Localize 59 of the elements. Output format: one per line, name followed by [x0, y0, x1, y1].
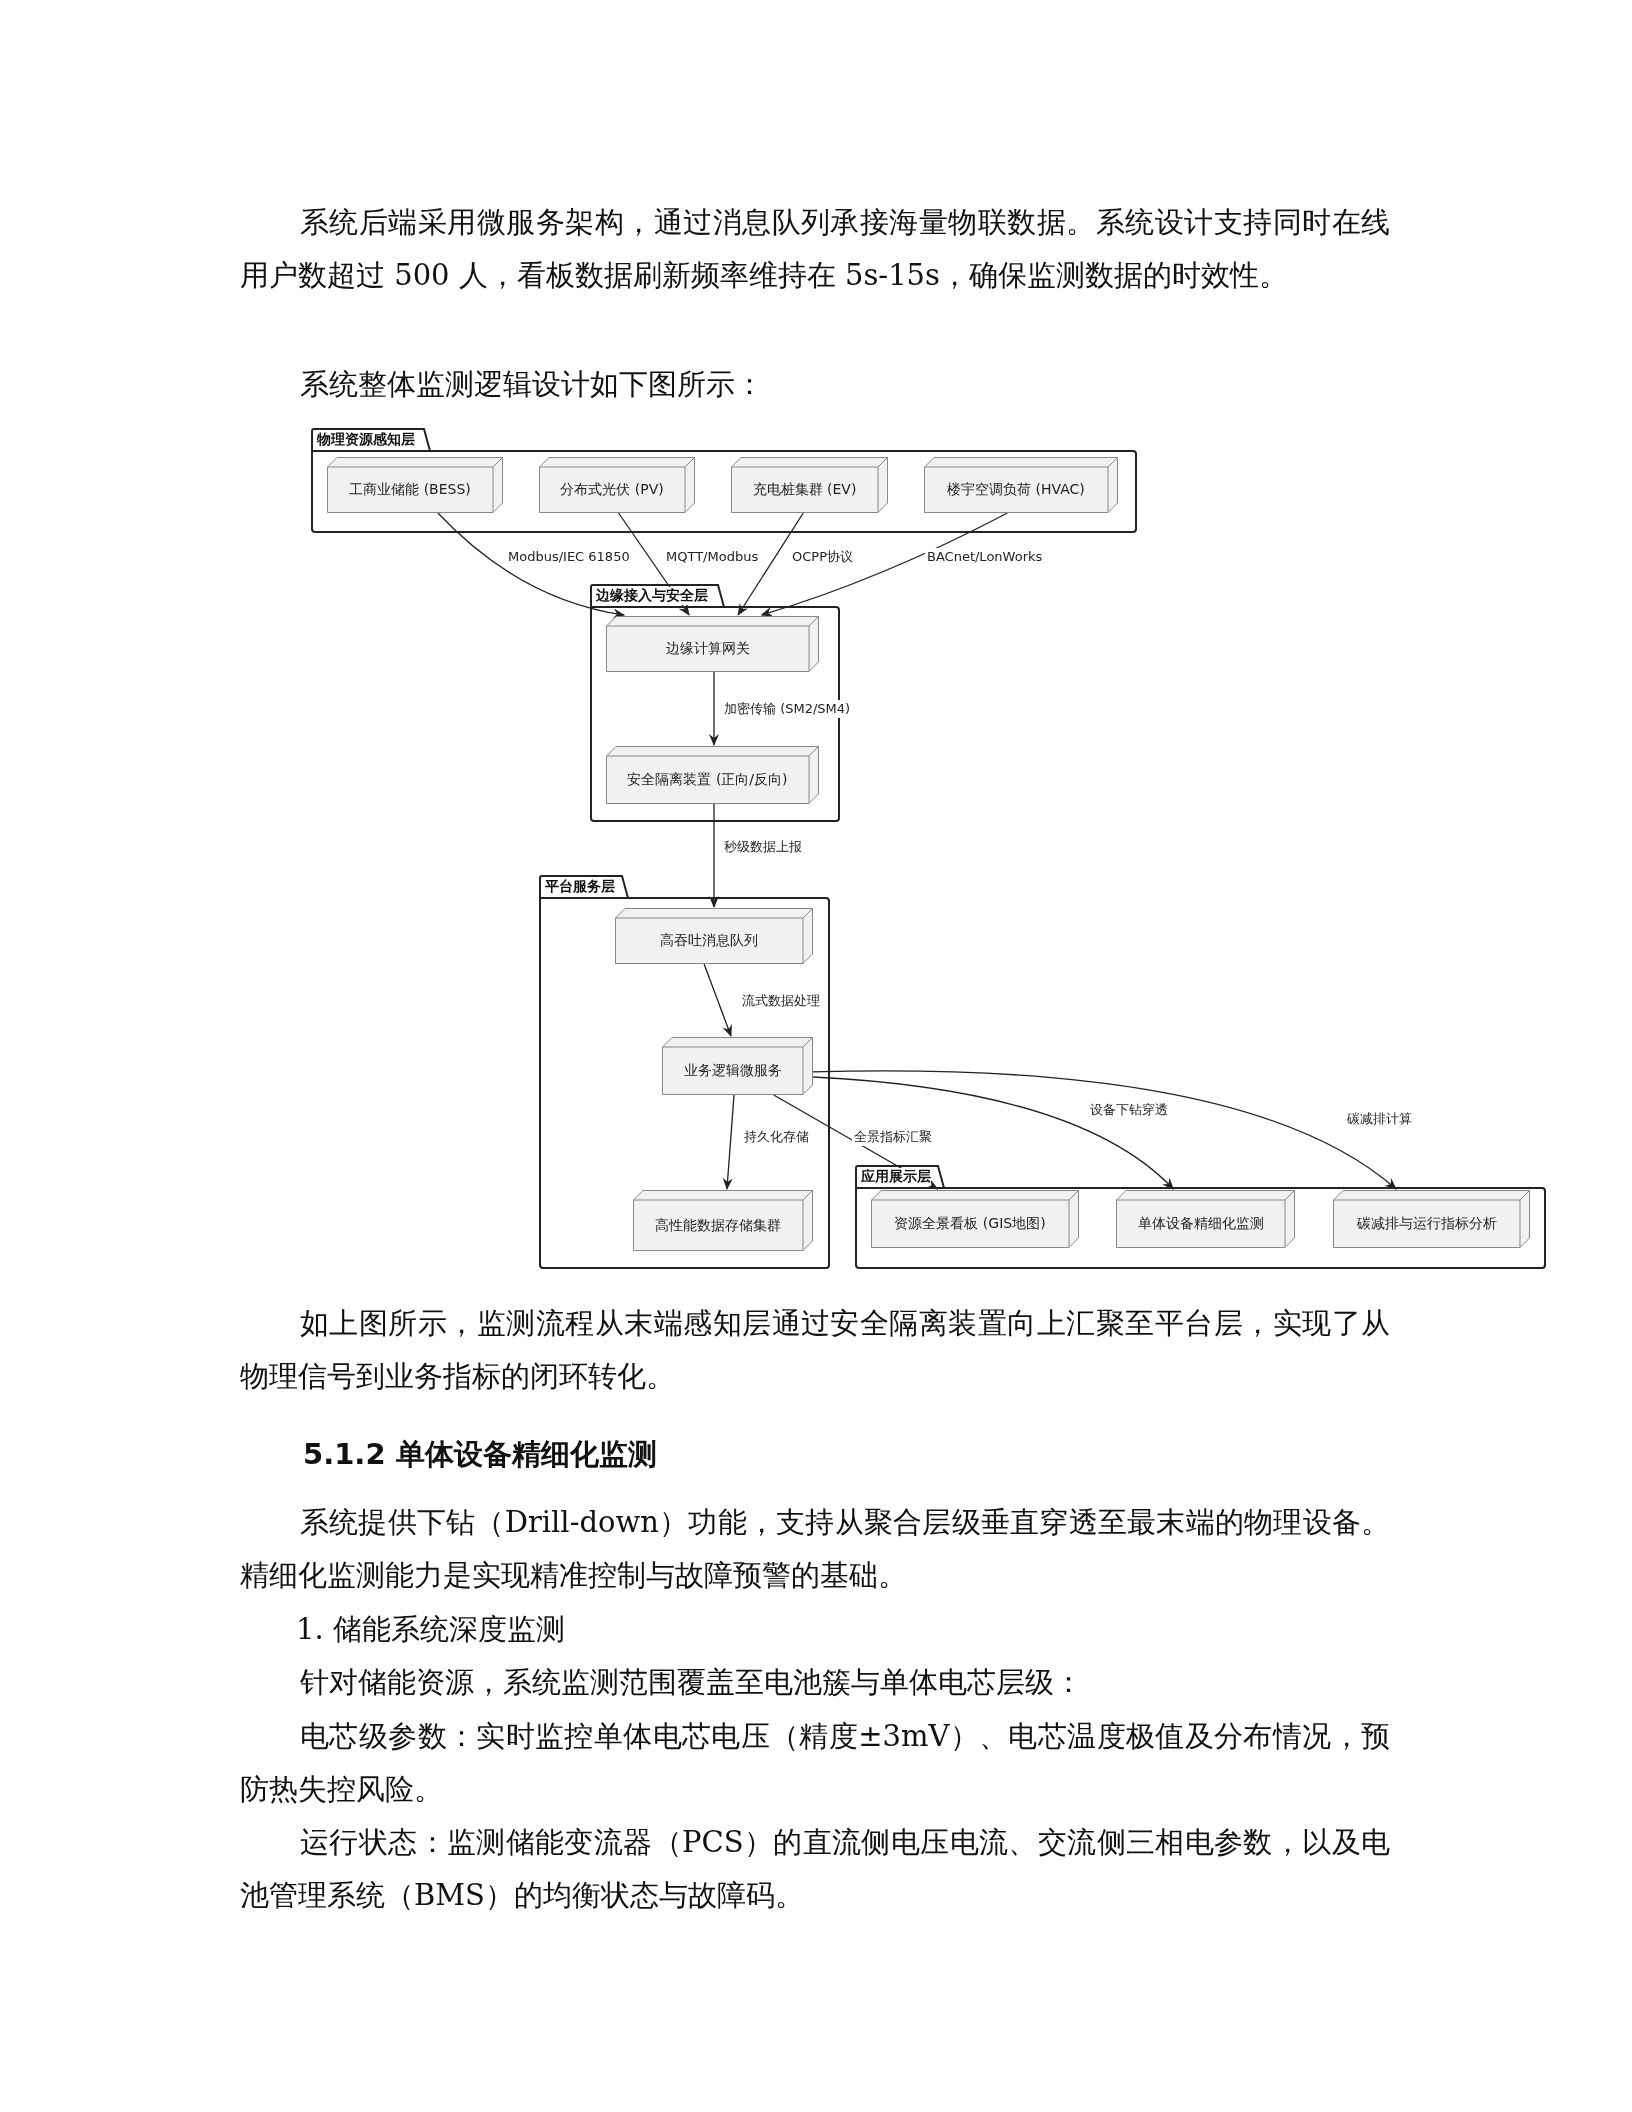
- layer-group: [855, 1165, 1546, 1269]
- edge-label: 秒级数据上报: [722, 838, 804, 856]
- arrow: [437, 512, 626, 619]
- arrow: [737, 512, 804, 616]
- paragraph: 系统整体监测逻辑设计如下图所示：: [299, 366, 765, 403]
- component-label: 工商业储能 (BESS): [349, 481, 471, 499]
- list-item: 1. 储能系统深度监测: [296, 1611, 566, 1648]
- edge-label: 碳减排计算: [1345, 1110, 1414, 1128]
- component-label: 资源全景看板 (GIS地图): [894, 1215, 1046, 1233]
- arrow: [703, 963, 732, 1037]
- paragraph: 运行状态：监测储能变流器（PCS）的直流侧电压电流、交流侧三相电参数，以及电池管理系统（BMS）的均衡状态与故障码。: [240, 1824, 1390, 1914]
- arrow: [709, 803, 719, 908]
- component-label: 楼宇空调负荷 (HVAC): [947, 481, 1085, 499]
- edge-label: 设备下钻穿透: [1088, 1101, 1170, 1119]
- section-heading: 5.1.2 单体设备精细化监测: [303, 1436, 658, 1473]
- component-box: [606, 616, 819, 672]
- paragraph: 系统提供下钻（Drill-down）功能，支持从聚合层级垂直穿透至最末端的物理设备。精细化监测能力是实现精准控制与故障预警的基础。: [240, 1504, 1390, 1594]
- edge-label: MQTT/Modbus: [664, 548, 761, 566]
- component-label: 高性能数据存储集群: [655, 1216, 781, 1235]
- component-label: 分布式光伏 (PV): [560, 481, 664, 499]
- component-box: [606, 746, 819, 804]
- layer-title: 物理资源感知层: [317, 431, 415, 449]
- edge-label: Modbus/IEC 61850: [506, 548, 632, 566]
- arrow: [812, 1076, 1174, 1190]
- component-box: [924, 457, 1118, 513]
- layer-title: 边缘接入与安全层: [596, 587, 708, 605]
- paragraph: 电芯级参数：实时监控单体电芯电压（精度±3mV）、电芯温度极值及分布情况，预防热失控风险。: [240, 1718, 1390, 1808]
- component-box: [539, 457, 695, 513]
- component-label: 充电桩集群 (EV): [752, 481, 857, 499]
- edge-label: 全景指标汇聚: [852, 1128, 934, 1146]
- paragraph: 系统后端采用微服务架构，通过消息队列承接海量物联数据。系统设计支持同时在线用户数超过 500 人，看板数据刷新频率维持在 5s-15s，确保监测数据的时效性。: [240, 204, 1390, 294]
- component-label: 边缘计算网关: [665, 640, 750, 658]
- component-box: [871, 1190, 1079, 1248]
- arrow: [709, 671, 719, 746]
- layer-group: [311, 428, 1137, 533]
- component-box: [615, 908, 813, 964]
- arrow: [812, 1070, 1397, 1190]
- paragraph: 针对储能资源，系统监测范围覆盖至电池簇与单体电芯层级：: [299, 1664, 1084, 1701]
- edge-label: 持久化存储: [742, 1128, 811, 1146]
- edge-label: 流式数据处理: [740, 992, 822, 1010]
- arrow: [722, 1094, 735, 1190]
- edge-label: OCPP协议: [790, 548, 855, 566]
- paragraph: 如上图所示，监测流程从末端感知层通过安全隔离装置向上汇聚至平台层，实现了从物理信号到业务指标的闭环转化。: [240, 1305, 1390, 1395]
- component-box: [731, 457, 888, 513]
- component-label: 单体设备精细化监测: [1137, 1215, 1264, 1233]
- component-box: [327, 457, 503, 513]
- component-label: 碳减排与运行指标分析: [1356, 1215, 1497, 1233]
- component-label: 业务逻辑微服务: [683, 1062, 782, 1080]
- component-box: [633, 1190, 813, 1251]
- component-box: [1333, 1190, 1530, 1248]
- component-box: [1116, 1190, 1295, 1248]
- layer-group: [539, 875, 830, 1269]
- component-label: 高吞吐消息队列: [660, 932, 758, 950]
- component-box: [662, 1037, 813, 1095]
- edge-label: BACnet/LonWorks: [925, 548, 1045, 566]
- arrow: [760, 512, 1009, 617]
- layer-title: 平台服务层: [545, 878, 615, 896]
- component-label: 安全隔离装置 (正向/反向): [627, 771, 788, 789]
- layer-title: 应用展示层: [861, 1168, 931, 1186]
